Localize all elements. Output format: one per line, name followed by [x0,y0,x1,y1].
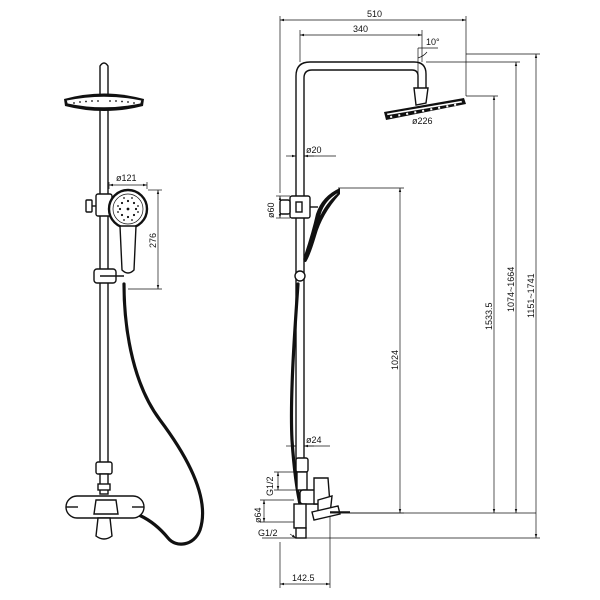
tilt-angle-label: 10° [426,37,440,47]
dim-height-1024: 1024 [330,187,404,514]
hand-shower-length-label: 276 [148,233,158,248]
side-hose [289,282,306,522]
pipe-diameter-label: ø20 [306,145,322,155]
dim-top-width: 510 [279,9,467,193]
thread-upper-label: G1/2 [265,476,275,496]
dim-lower-pipe-diameter: ø24 [286,435,330,448]
height-adjust-label: 1074~1664 [506,267,516,312]
front-rain-head [64,93,144,111]
side-hand-shower [294,188,340,282]
thread-lower-label: G1/2 [258,528,278,538]
dim-bracket-diameter: ø60 [266,195,290,219]
base-width-label: 142.5 [292,573,315,583]
height-1024-label: 1024 [390,350,400,370]
bracket-diameter-label: ø60 [266,202,276,218]
top-width-label: 510 [367,9,382,19]
front-view: ø121 276 [64,62,205,546]
dim-base-width: 142.5 [279,516,331,588]
front-top-cap [99,62,109,82]
lower-pipe-diameter-label: ø24 [306,435,322,445]
dim-pipe-diameter: ø20 [286,145,336,158]
front-pipe-clamp [95,461,113,475]
side-riser-pipe [295,61,427,470]
dim-escutcheon-diameter: ø64 [253,499,294,523]
height-total-label: 1151~1741 [526,273,536,318]
dim-thread-lower: G1/2 [258,528,297,539]
dim-height-1533: 1533.5 [466,95,498,513]
dim-height-total: 1151~1741 [306,53,540,539]
front-hose [110,282,205,546]
height-1533-label: 1533.5 [484,302,494,330]
dim-arm-length: 340 [299,24,423,62]
dim-hand-shower-length: 276 [128,189,162,290]
dim-tilt-angle: 10° [417,37,440,88]
side-bracket [279,195,318,219]
front-hand-shower [107,188,149,274]
hand-shower-diameter-label: ø121 [116,173,137,183]
dim-thread-upper: G1/2 [265,471,296,496]
front-bracket [85,193,113,217]
dim-hand-shower-diameter: ø121 [108,173,148,189]
head-diameter-label: ø226 [412,116,433,126]
dim-height-adjust: 1074~1664 [426,61,520,513]
front-mixer-body [65,495,145,540]
side-lower-assembly [293,457,350,539]
front-lower-holder [93,268,124,284]
arm-length-label: 340 [353,24,368,34]
escutcheon-diameter-label: ø64 [253,507,263,523]
side-rain-head [384,87,466,120]
side-view: 510 340 10° ø226 ø20 [253,9,540,588]
